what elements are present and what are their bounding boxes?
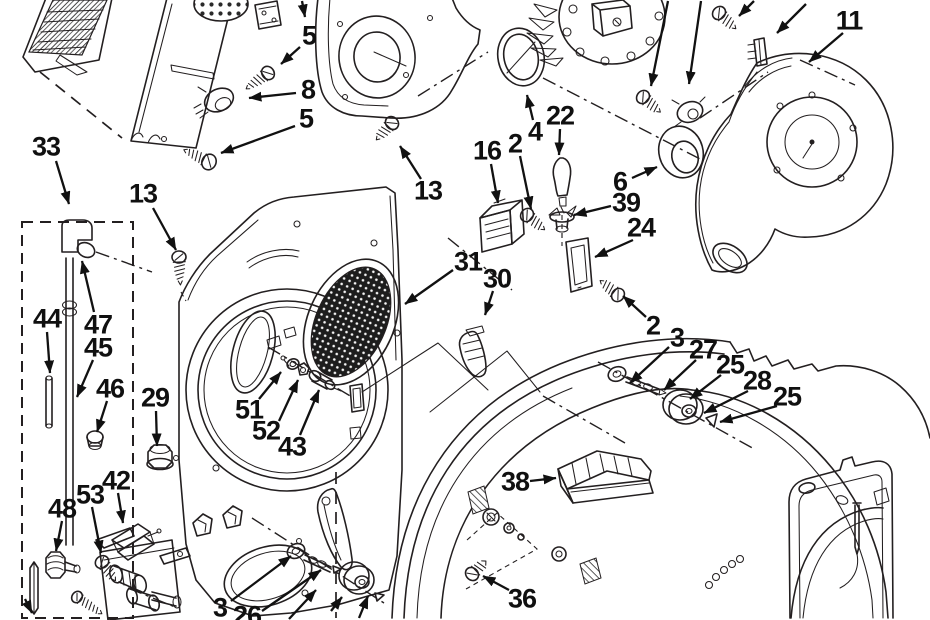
baffle-38 [557,450,654,504]
leader-arrow [776,3,807,34]
leader-arrow [220,124,296,155]
leader-arrow [554,128,565,156]
leader-arrow [258,371,282,400]
leader-arrow [685,0,703,85]
leader-arrow [75,359,95,398]
seal-ring-6 [657,125,705,179]
clamp-ring-4 [496,27,546,87]
thermostat-top [671,96,706,128]
leader-arrow [298,389,321,436]
leader-arrow [116,492,126,524]
leader-arrow [631,165,658,180]
leader-arrow [594,238,634,259]
leader-arrow [277,379,300,422]
bracket-42 [111,523,162,561]
leader-arrow [21,598,34,614]
leader-arrow [529,474,557,485]
leader-arrow [719,404,778,424]
leader-arrow [230,555,292,602]
handle-30 [458,325,487,378]
leader-arrow [482,574,510,592]
leader-arrow [261,569,322,612]
screw-motor-mount [635,89,661,113]
blower-housing [314,0,481,119]
screw-2-lower [599,280,626,303]
leader-arrow [648,0,670,87]
leader-arrow [95,400,109,433]
leader-arrow [404,269,454,305]
leader-arrow [288,589,317,620]
leader-arrow [808,32,844,63]
bracket-24 [565,237,593,293]
grommet-39 [548,205,577,246]
hex-rod [29,561,39,615]
fitting-48 [45,551,81,579]
cap-46 [86,430,104,451]
leader-arrow [280,46,301,65]
leader-arrow [79,260,96,313]
leader-arrow [54,160,71,205]
leader-arrows [21,0,844,620]
drum-fasteners [465,508,567,590]
gas-valve-assembly [95,527,191,620]
screw-top-right [711,5,737,30]
screw-36 [464,560,487,582]
leader-arrow [573,204,612,217]
blower-cover-11 [694,52,894,274]
leader-arrow [689,374,722,400]
rear-bulkhead [178,186,403,617]
leader-arrow [489,163,501,204]
nut-29 [146,443,180,471]
heater-box-panel [130,0,282,149]
leader-arrow [90,506,104,554]
dryer-drum [391,337,930,619]
assembly-center-lines [39,51,856,618]
leader-arrow [663,359,697,391]
screw-53 [94,554,117,582]
leader-arrow [629,346,670,384]
thermostat-8 [193,86,235,119]
roller-cluster-bottom [286,542,385,602]
heater-grille-panel [22,0,113,76]
screw-5-upper [245,65,276,90]
leader-arrow [399,145,422,180]
leader-arrow [703,389,749,415]
mounting-clip [747,37,768,67]
leader-arrow [738,0,755,17]
blower-wheel [526,0,666,67]
leader-arrow [518,155,534,210]
leader-arrow [44,331,55,374]
leader-arrow [330,596,343,612]
leader-arrow [525,94,535,121]
leader-arrow [622,295,647,318]
leader-arrow [483,290,495,316]
screw-5-lower [183,148,218,171]
leader-arrow [151,207,178,251]
leader-arrow [357,595,370,619]
leader-arrow [53,520,64,552]
screw-13-left [171,250,187,286]
front-panel [788,456,894,619]
leader-arrow [151,410,162,447]
leader-arrow [297,0,308,18]
leader-arrow [248,91,297,102]
terminal-box-16 [479,198,525,253]
roller-cluster-right [607,365,718,428]
screw-valve-long [70,590,103,615]
